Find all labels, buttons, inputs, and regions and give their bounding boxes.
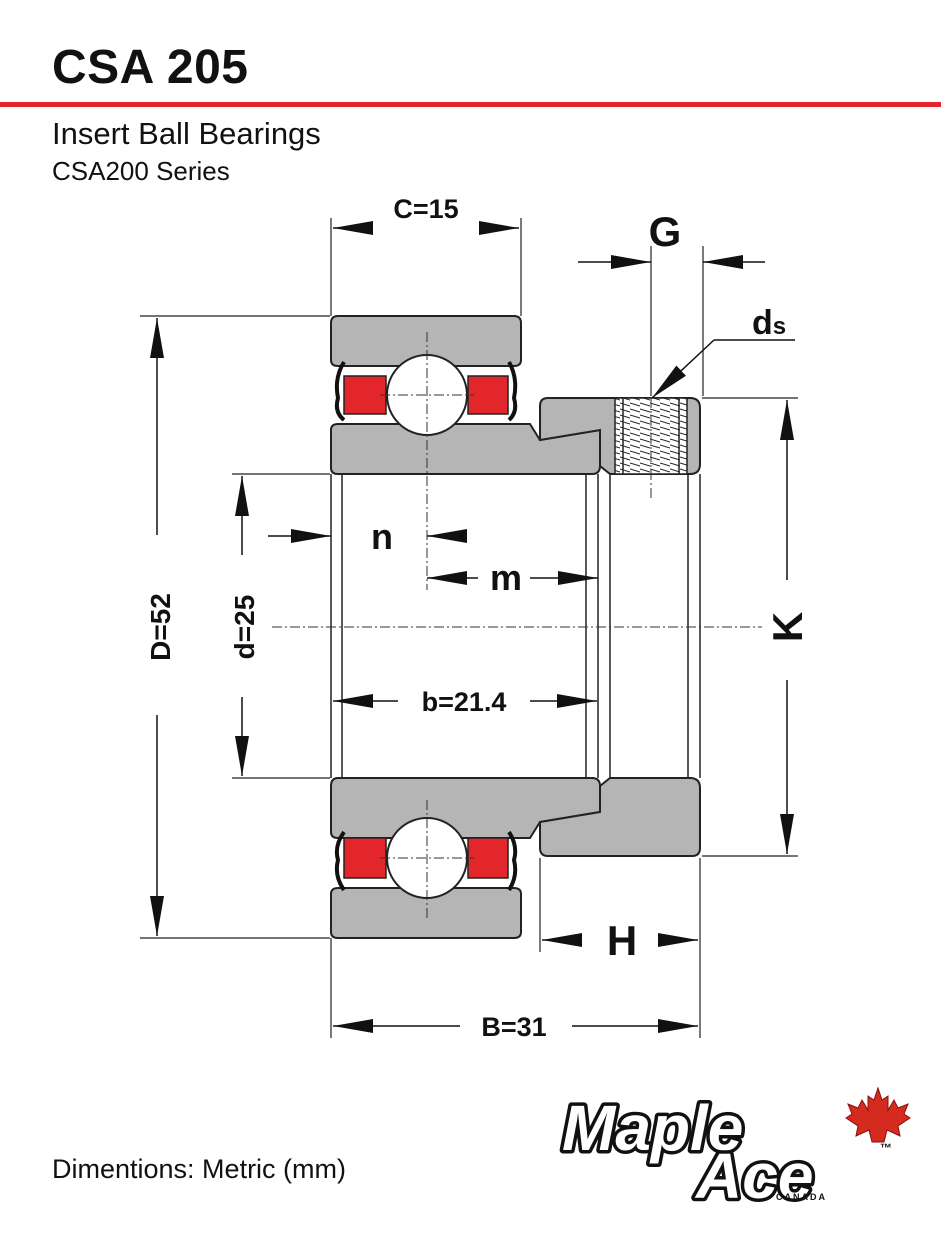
product-series: CSA200 Series (52, 156, 230, 186)
label-k: K (764, 612, 811, 642)
inner-ring-bottom (330, 777, 601, 839)
label-b: b=21.4 (422, 687, 507, 717)
label-n: n (371, 516, 393, 557)
dimension-lines (150, 221, 795, 1033)
label-c: C=15 (393, 194, 458, 224)
product-subtitle: Insert Ball Bearings (52, 116, 321, 151)
outer-ring-bottom (330, 887, 522, 939)
label-width-b: B=31 (481, 1012, 546, 1042)
label-ds: ds (752, 304, 786, 342)
maple-ace-logo: Maple Ace CANADA ™ (559, 1086, 911, 1216)
label-m: m (490, 557, 522, 598)
extension-lines (140, 218, 798, 1038)
label-outer-diameter: D=52 (145, 593, 176, 661)
label-bore-diameter: d=25 (229, 595, 260, 660)
label-g: G (649, 208, 682, 255)
logo-country: CANADA (776, 1192, 827, 1202)
bore-outline (330, 474, 701, 778)
inner-ring-top (330, 423, 601, 475)
label-h: H (607, 917, 637, 964)
logo-word-ace: Ace (694, 1140, 813, 1212)
page-title: CSA 205 (52, 41, 249, 94)
logo-word-maple: Maple (562, 1092, 743, 1164)
center-lines (272, 332, 762, 920)
outer-ring-top (330, 315, 522, 367)
units-note: Dimentions: Metric (mm) (52, 1154, 347, 1184)
collar-bottom (539, 777, 701, 857)
seal-bottom (334, 830, 518, 892)
title-divider (0, 102, 941, 107)
logo-trademark: ™ (880, 1141, 892, 1155)
maple-leaf-icon (845, 1086, 911, 1143)
seal-top (334, 360, 518, 422)
